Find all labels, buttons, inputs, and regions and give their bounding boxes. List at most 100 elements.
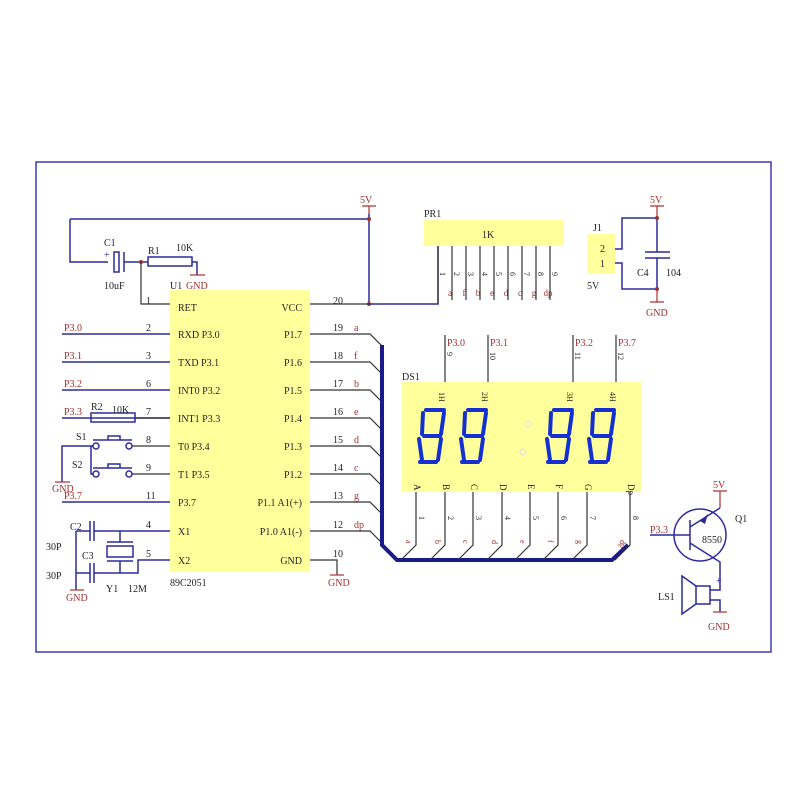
u1-pin-name-left: X1 <box>178 527 190 538</box>
u1-pin-name-left: T0 P3.4 <box>178 442 210 453</box>
segment-net-label: e <box>518 540 527 544</box>
svg-text:1K: 1K <box>482 230 495 241</box>
ds1-pin-number: 8 <box>631 516 640 520</box>
svg-text:8550: 8550 <box>702 535 722 546</box>
svg-text:+: + <box>104 250 110 261</box>
digit-segment <box>587 437 594 462</box>
svg-text:89C2051: 89C2051 <box>170 578 207 589</box>
u1-pin-number: 10 <box>333 549 343 560</box>
svg-text:GND: GND <box>186 281 208 292</box>
segment-net-label: f <box>354 351 358 362</box>
u1-pin-number: 5 <box>146 549 151 560</box>
u1-pin-number: 9 <box>146 463 151 474</box>
u1-pin-number: 19 <box>333 323 343 334</box>
pr1-pin-number: 7 <box>522 272 531 276</box>
u1-wire <box>310 501 383 515</box>
svg-text:C4: C4 <box>637 268 649 279</box>
c1-capacitor: C1 + 10uF <box>104 238 148 292</box>
svg-text:GND: GND <box>52 484 74 495</box>
ds1-segment-label: C <box>469 484 479 490</box>
svg-text:Y1: Y1 <box>106 584 118 595</box>
ds1-pins: P3.091HP3.1102HP3.2113HP3.7124HA1aB2bC3c… <box>400 335 640 561</box>
u1-pin-number: 3 <box>146 351 151 362</box>
ds1-digit-label: 3H <box>565 392 574 402</box>
ds1-segment-label: Dp <box>626 484 636 495</box>
u1-pin-name-right: P1.2 <box>284 470 302 481</box>
ds1-segment-label: A <box>412 484 422 491</box>
u1-pin-number: 16 <box>333 407 343 418</box>
svg-text:DS1: DS1 <box>402 372 420 383</box>
ds1-segment-label: F <box>554 484 564 489</box>
ds1-segment-pin <box>614 492 631 561</box>
digit-segment <box>609 411 616 436</box>
pr1-pin-number: 1 <box>438 272 447 276</box>
digit-segment <box>420 411 425 436</box>
digit-segment <box>567 411 574 436</box>
svg-text:PR1: PR1 <box>424 209 441 220</box>
segment-net-label: d <box>354 435 359 446</box>
svg-text:Q1: Q1 <box>735 514 747 525</box>
u1-pin-number: 7 <box>146 407 151 418</box>
net-label: P3.7 <box>64 491 82 502</box>
u1-chip: U1 89C2051 <box>170 281 310 589</box>
digit-segment <box>606 437 613 462</box>
svg-text:2: 2 <box>600 244 605 255</box>
segment-net-label: f <box>546 540 555 543</box>
svg-text:GND: GND <box>708 622 730 633</box>
ds1-segment-label: E <box>526 484 536 490</box>
segment-net-label: c <box>461 540 470 544</box>
sheet-frame <box>35 161 772 653</box>
u1-pin-name-left: RXD P3.0 <box>178 330 220 341</box>
segment-bus <box>380 345 630 562</box>
svg-text:104: 104 <box>666 268 681 279</box>
u1-pin-name-right: VCC <box>281 303 302 314</box>
svg-text:C1: C1 <box>104 238 116 249</box>
svg-text:R1: R1 <box>148 246 160 257</box>
pr1-pin-number: 3 <box>466 272 475 276</box>
ds1-pin-number: 12 <box>616 352 625 360</box>
svg-text:C2: C2 <box>70 522 82 533</box>
digit-segment <box>478 437 485 462</box>
u1-pin-number: 12 <box>333 520 343 531</box>
pr1-net-label: e <box>490 288 494 298</box>
svg-text:S2: S2 <box>72 460 83 471</box>
segment-net-label: c <box>354 463 359 474</box>
u1-pin-name-right: P1.0 A1(-) <box>260 527 302 538</box>
svg-text:5V: 5V <box>713 480 726 491</box>
vcc-label: 5V <box>360 195 373 206</box>
u1-wire <box>310 389 383 403</box>
digit-segment <box>545 437 552 462</box>
svg-text:U1: U1 <box>170 281 182 292</box>
pr1-net-label: dp <box>544 288 554 298</box>
vcc-net: 5V <box>69 195 439 306</box>
ds1-segment-pin <box>486 492 503 561</box>
pr1-net-label: a <box>448 288 452 298</box>
svg-text:5V: 5V <box>650 195 663 206</box>
u1-pin-name-left: INT1 P3.3 <box>178 414 220 425</box>
u1-wire <box>310 530 383 544</box>
ds1-pin-number: 7 <box>588 516 597 520</box>
net-label: P3.1 <box>490 338 508 349</box>
ds1-digit-label: 4H <box>608 392 617 402</box>
u1-wire <box>310 417 383 431</box>
j1-connector: J1 21 5V <box>587 217 657 292</box>
ls1-speaker: + LS1 GND <box>658 574 730 633</box>
u1-pin-number: 17 <box>333 379 343 390</box>
segment-net-label: d <box>490 540 499 544</box>
ds1-segment-pin <box>457 492 474 561</box>
pr1-resistor-pack: PR1 1K <box>424 209 564 246</box>
svg-text:5V: 5V <box>587 281 600 292</box>
segment-net-label: g <box>354 491 359 502</box>
u1-pin-number: 8 <box>146 435 151 446</box>
svg-text:30P: 30P <box>46 542 62 553</box>
u1-pin-name-left: INT0 P3.2 <box>178 386 220 397</box>
u1-pin-name-left: TXD P3.1 <box>178 358 219 369</box>
ds1-pin-number: 2 <box>446 516 455 520</box>
net-label: P3.7 <box>618 338 636 349</box>
ds1-segment-label: B <box>441 484 451 490</box>
u1-pin-number: 2 <box>146 323 151 334</box>
